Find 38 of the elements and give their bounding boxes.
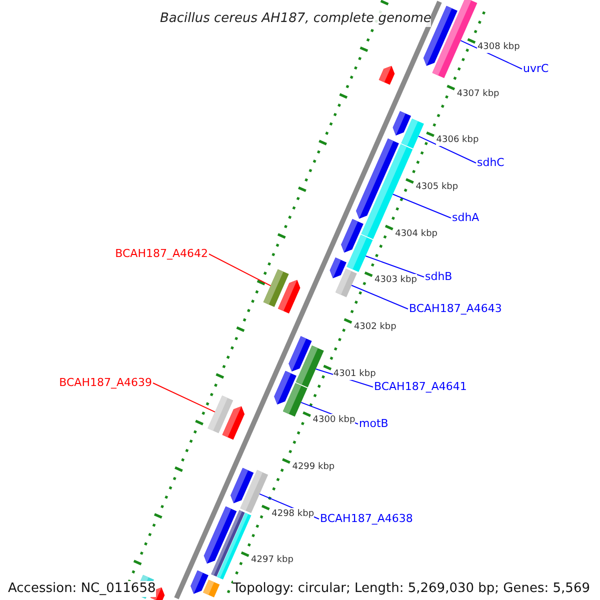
tick-label: 4308 kbp xyxy=(477,40,520,53)
tick-label: 4307 kbp xyxy=(456,88,500,100)
tick-label: 4298 kbp xyxy=(272,508,314,520)
tick-label: 4301 kbp xyxy=(333,368,376,380)
gene-bar xyxy=(346,234,373,272)
title: Bacillus cereus AH187, complete genome xyxy=(160,10,432,27)
leader-line xyxy=(418,136,476,164)
gene-bar xyxy=(432,0,478,78)
gene-bar xyxy=(335,268,357,298)
gene-bar xyxy=(240,470,268,514)
gene-label: BCAH187_A4643 xyxy=(409,302,502,316)
gene-bar xyxy=(208,395,234,434)
tick-label: 4306 kbp xyxy=(436,134,479,146)
tick-label: 4303 kbp xyxy=(374,274,417,286)
gene-label: BCAH187_A4642 xyxy=(115,247,208,261)
gene-label: motB xyxy=(359,417,388,431)
gene-label: uvrC xyxy=(523,62,549,76)
gene-bar xyxy=(401,118,424,149)
info-text: Accession: NC_011658 xyxy=(8,581,156,597)
gene-bar xyxy=(282,383,308,417)
leader-line xyxy=(152,382,216,412)
gene-label: BCAH187_A4641 xyxy=(374,380,467,394)
gene-label: BCAH187_A4638 xyxy=(320,512,413,526)
gene-label: sdhB xyxy=(425,270,452,284)
gene-bar xyxy=(263,269,289,307)
tick-label: 4297 kbp xyxy=(251,554,294,566)
tick-label: 4300 kbp xyxy=(312,414,356,426)
info-text: Topology: circular; Length: 5,269,030 bp; Genes: 5,569 xyxy=(232,581,590,597)
tick-label: 4299 kbp xyxy=(292,460,335,473)
leader-line xyxy=(208,254,272,286)
leader-line xyxy=(392,194,452,218)
tick-label: 4302 kbp xyxy=(354,320,396,333)
tick-label: 4304 kbp xyxy=(395,228,438,240)
gene-label: sdhA xyxy=(452,211,480,225)
gene-label: BCAH187_A4639 xyxy=(59,376,152,390)
gene-label: sdhC xyxy=(477,156,504,170)
tick-label: 4305 kbp xyxy=(416,180,458,193)
gene-bar xyxy=(296,345,324,388)
